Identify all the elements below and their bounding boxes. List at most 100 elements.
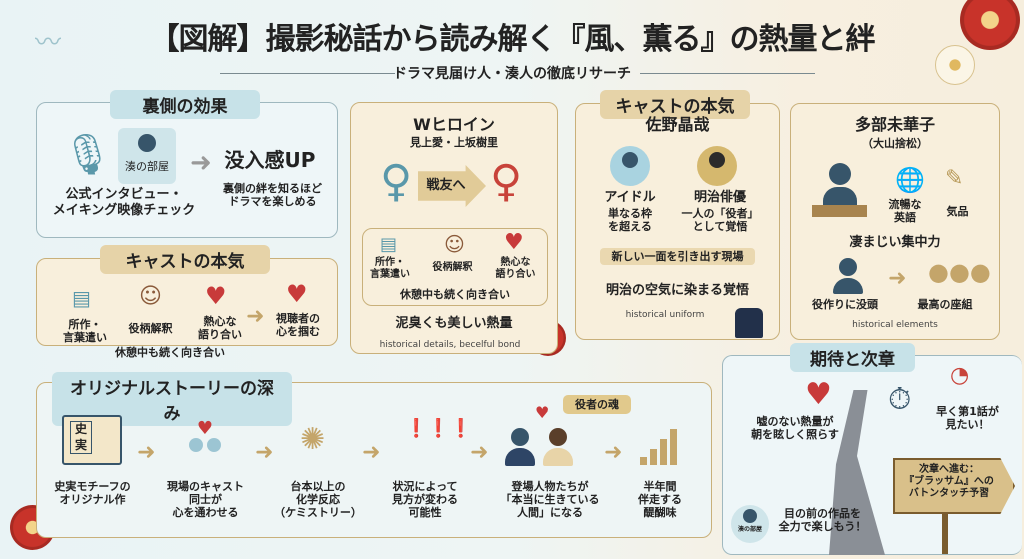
idol-desc: 単なる枠 を超える xyxy=(608,207,652,234)
chrysanthemum-decoration xyxy=(960,0,1020,50)
cast-heading: キャストの本気 xyxy=(100,245,270,274)
timer-text: 早く第1話が 見たい！ xyxy=(936,405,999,432)
step-immersion: 役作りに没頭 xyxy=(812,298,878,311)
step-manners: 所作・ 言葉遣い xyxy=(370,257,410,280)
woman-icon: ♀ xyxy=(380,156,413,207)
speech-icon: ▤ xyxy=(380,234,398,255)
note-text: 休憩中も続く向き合い xyxy=(400,288,510,301)
studying-person-icon xyxy=(812,163,867,217)
network-icon: ✺ xyxy=(300,422,326,457)
step-role: 役柄解釈 xyxy=(432,262,473,273)
arrow-icon: ➜ xyxy=(190,148,212,178)
story-step: 半年間 伴走する 醍醐味 xyxy=(638,480,682,520)
book-label: 史 実 xyxy=(70,421,92,455)
closing-text: 目の前の作品を 全力で楽しもう！ xyxy=(778,507,867,534)
flower-decoration xyxy=(935,45,975,85)
arrow-label: 戦友へ xyxy=(426,178,466,193)
avatar-label: 湊の部屋 xyxy=(737,526,762,533)
tabe-caption: historical elements xyxy=(852,320,938,330)
heart-icon: ♥ xyxy=(504,230,524,255)
divider xyxy=(220,73,395,74)
result-text: 視聴者の 心を掴む xyxy=(276,312,320,339)
sano-summary: 明治の空気に染まる覚悟 xyxy=(605,283,749,298)
heart-icon: ♥ xyxy=(805,377,832,412)
heroine-title: Wヒロイン xyxy=(413,115,495,134)
focus-text: 凄まじい集中力 xyxy=(849,235,941,250)
trait-elegance: 気品 xyxy=(946,205,969,218)
page-title: 【図解】撮影秘話から読み解く『風、薫る』の熱量と絆 xyxy=(149,22,876,57)
sano-panel xyxy=(575,103,780,340)
caption-text: historical details, becelful bond xyxy=(379,340,521,350)
arrow-icon: ➜ xyxy=(888,266,907,291)
step-ensemble: 最高の座組 xyxy=(917,298,973,311)
story-step: 状況によって 見方が変わる 可能性 xyxy=(392,480,458,520)
step-talk: 熱心な 語り合い xyxy=(198,315,242,342)
arrow-icon: ➜ xyxy=(255,440,274,465)
speech-icon: ▤ xyxy=(72,286,91,310)
arrow-icon: ➜ xyxy=(246,304,265,329)
heart-icon: ♥ xyxy=(286,280,308,308)
expect-heading: 期待と次章 xyxy=(790,343,915,372)
arrow-icon: ➜ xyxy=(362,440,381,465)
story-step: 登場人物たちが 「本当に生きている 人間」になる xyxy=(500,480,600,520)
heart-icon: ♥ xyxy=(205,282,227,310)
idol-title: アイドル xyxy=(604,190,656,205)
sign-post xyxy=(942,514,948,554)
elegance-icon: ✎ xyxy=(945,166,964,191)
result-desc: 裏側の絆を知るほど ドラマを楽しめる xyxy=(223,182,322,209)
exclamation-icon: ❗❗❗ xyxy=(405,418,473,439)
growth-chart-icon xyxy=(640,425,677,465)
uniform-icon xyxy=(735,308,763,338)
room-label: 湊の部屋 xyxy=(125,160,169,173)
characters-icon xyxy=(505,428,573,466)
step-role: 役柄解釈 xyxy=(128,322,173,335)
avatar-icon xyxy=(138,134,156,152)
page-subtitle: ドラマ見届け人・湊人の徹底リサーチ xyxy=(393,66,631,82)
tabe-role: （大山捨松） xyxy=(862,137,928,150)
book-icon: 史 実 xyxy=(62,415,122,465)
trait-english: 流暢な 英語 xyxy=(888,198,922,225)
arrow-icon: ➜ xyxy=(137,440,156,465)
step-talk: 熱心な 語り合い xyxy=(495,257,536,280)
room-card: 湊の部屋 xyxy=(118,128,176,184)
note-text: 休憩中も続く向き合い xyxy=(115,346,225,359)
microphone-icon: 🎙 xyxy=(62,132,113,178)
face-icon: ☺ xyxy=(444,232,465,256)
team-icon: ●●● xyxy=(928,258,991,286)
meiji-actor-portrait-icon xyxy=(697,146,737,186)
next-chapter-sign: 次章へ進む： 『ブラッサム』への バトンタッチ予習 xyxy=(893,458,1015,514)
arrow-icon: ➜ xyxy=(604,440,623,465)
divider xyxy=(640,73,815,74)
face-icon: ☺ xyxy=(139,284,162,309)
tabe-panel xyxy=(790,103,1000,340)
heart-text: 嘘のない熱量が 朝を眩しく照らす xyxy=(751,415,839,442)
stopwatch-icon: ⏱ xyxy=(888,382,912,417)
heroine-names: 見上愛・上坂樹里 xyxy=(410,136,498,149)
minato-avatar: 湊の部屋 xyxy=(731,505,769,543)
source-text: 公式インタビュー・ メイキング映像チェック xyxy=(52,187,196,218)
woman-icon: ♀ xyxy=(490,156,523,207)
reading-person-icon xyxy=(828,258,868,294)
story-step: 台本以上の 化学反応 （ケミストリー） xyxy=(274,480,362,520)
arrow-icon: ➜ xyxy=(470,440,489,465)
globe-icon: 🌐 xyxy=(895,166,925,194)
actor-desc: 一人の「役者」 として覚悟 xyxy=(681,207,759,234)
step-manners: 所作・ 言葉遣い xyxy=(63,318,107,345)
idol-portrait-icon xyxy=(610,146,650,186)
timer-icon: ◔ xyxy=(950,363,970,388)
heart-icon: ♥ xyxy=(535,403,550,422)
process-bubble xyxy=(362,228,548,306)
backstage-heading: 裏側の効果 xyxy=(110,90,260,119)
soul-badge: 役者の魂 xyxy=(563,395,631,415)
story-step: 史実モチーフの オリジナル作 xyxy=(54,480,131,507)
handshake-icon: ♥ xyxy=(180,420,230,452)
sano-heading: キャストの本気 xyxy=(600,90,750,119)
actor-title: 明治俳優 xyxy=(693,190,746,205)
tabe-name: 多部未華子 xyxy=(854,115,935,134)
sano-banner: 新しい一面を引き出す現場 xyxy=(600,248,755,266)
summary-text: 泥臭くも美しい熱量 xyxy=(395,316,513,331)
sano-name: 佐野晶哉 xyxy=(645,115,710,134)
wind-icon: 〰 xyxy=(35,28,62,58)
sano-caption: historical uniform xyxy=(625,310,705,320)
result-title: 没入感UP xyxy=(224,148,316,172)
